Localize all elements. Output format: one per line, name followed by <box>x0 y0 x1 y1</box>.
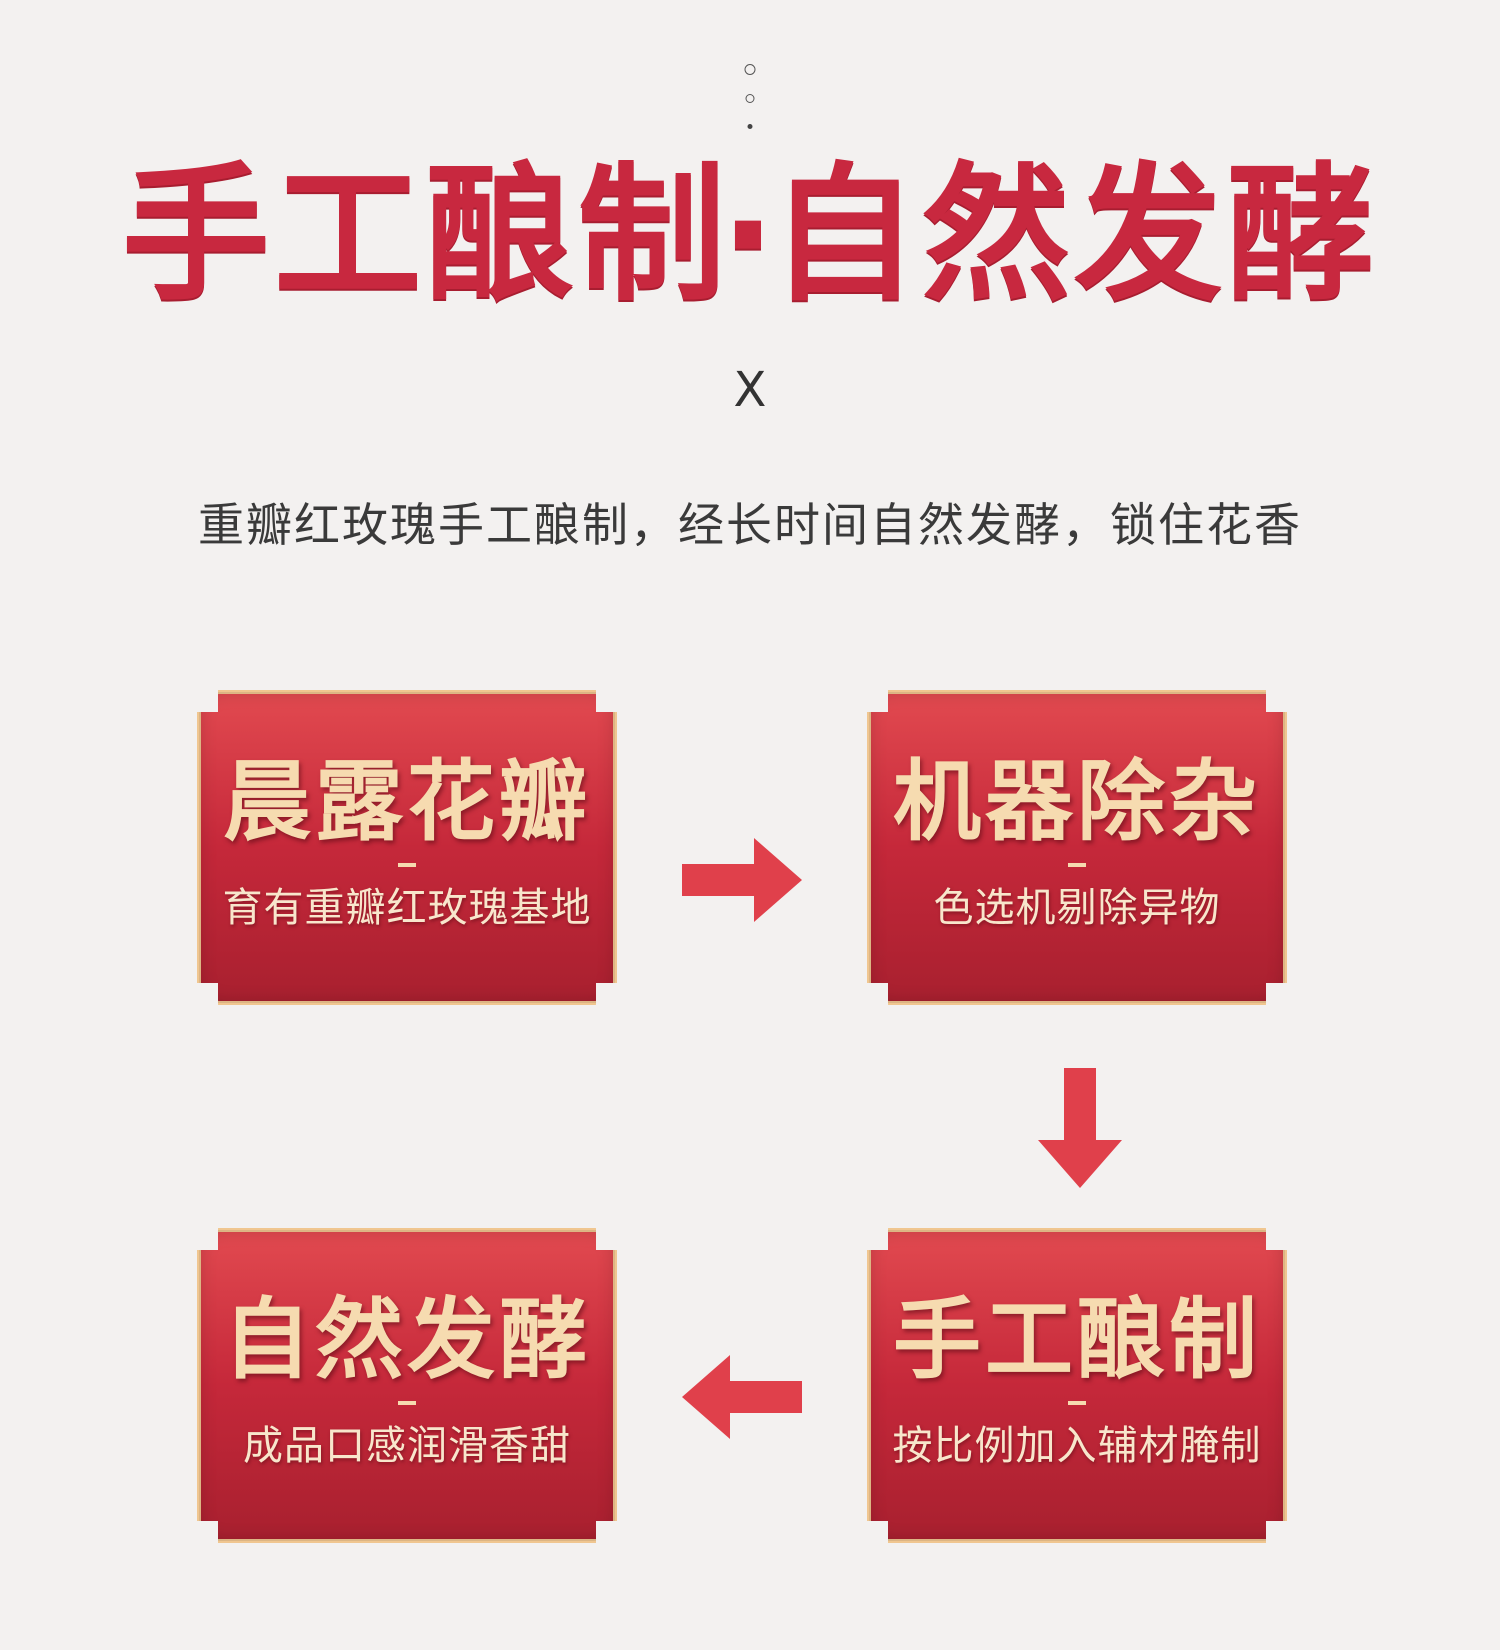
card-background <box>867 690 1287 1005</box>
page-title: 手工酿制·自然发酵 <box>0 150 1500 320</box>
card-background <box>867 1228 1287 1543</box>
step-heading: 晨露花瓣 <box>222 750 591 853</box>
step-description: 按比例加入辅材腌制 <box>892 1423 1262 1469</box>
arrow-left-icon <box>682 1355 802 1439</box>
step-divider <box>398 1401 416 1405</box>
arrow-right-icon <box>682 838 802 922</box>
dot-large <box>744 64 756 75</box>
title-right: 自然发酵 <box>770 149 1379 321</box>
card-background <box>197 1228 617 1543</box>
dot-small <box>747 124 753 129</box>
card-background <box>197 690 617 1005</box>
step-heading: 自然发酵 <box>222 1288 591 1391</box>
step-divider <box>1068 1401 1086 1405</box>
step-divider <box>1068 863 1086 867</box>
step-card-3: 手工酿制 按比例加入辅材腌制 <box>867 1228 1287 1543</box>
step-card-4: 自然发酵 成品口感润滑香甜 <box>197 1228 617 1543</box>
step-description: 色选机剔除异物 <box>933 885 1221 931</box>
dot-medium <box>745 94 755 103</box>
step-description: 成品口感润滑香甜 <box>243 1423 571 1469</box>
step-card-2: 机器除杂 色选机剔除异物 <box>867 690 1287 1005</box>
title-separator: · <box>719 149 781 321</box>
title-left: 手工酿制 <box>121 149 730 321</box>
step-divider <box>398 863 416 867</box>
step-card-1: 晨露花瓣 育有重瓣红玫瑰基地 <box>197 690 617 1005</box>
decorative-dots <box>743 64 757 134</box>
step-heading: 机器除杂 <box>892 750 1261 853</box>
page-subtitle: 重瓣红玫瑰手工酿制，经长时间自然发酵，锁住花香 <box>198 498 1302 552</box>
x-mark: X <box>733 362 767 418</box>
arrow-down-icon <box>1038 1068 1122 1188</box>
step-heading: 手工酿制 <box>892 1288 1261 1391</box>
step-description: 育有重瓣红玫瑰基地 <box>222 885 592 931</box>
